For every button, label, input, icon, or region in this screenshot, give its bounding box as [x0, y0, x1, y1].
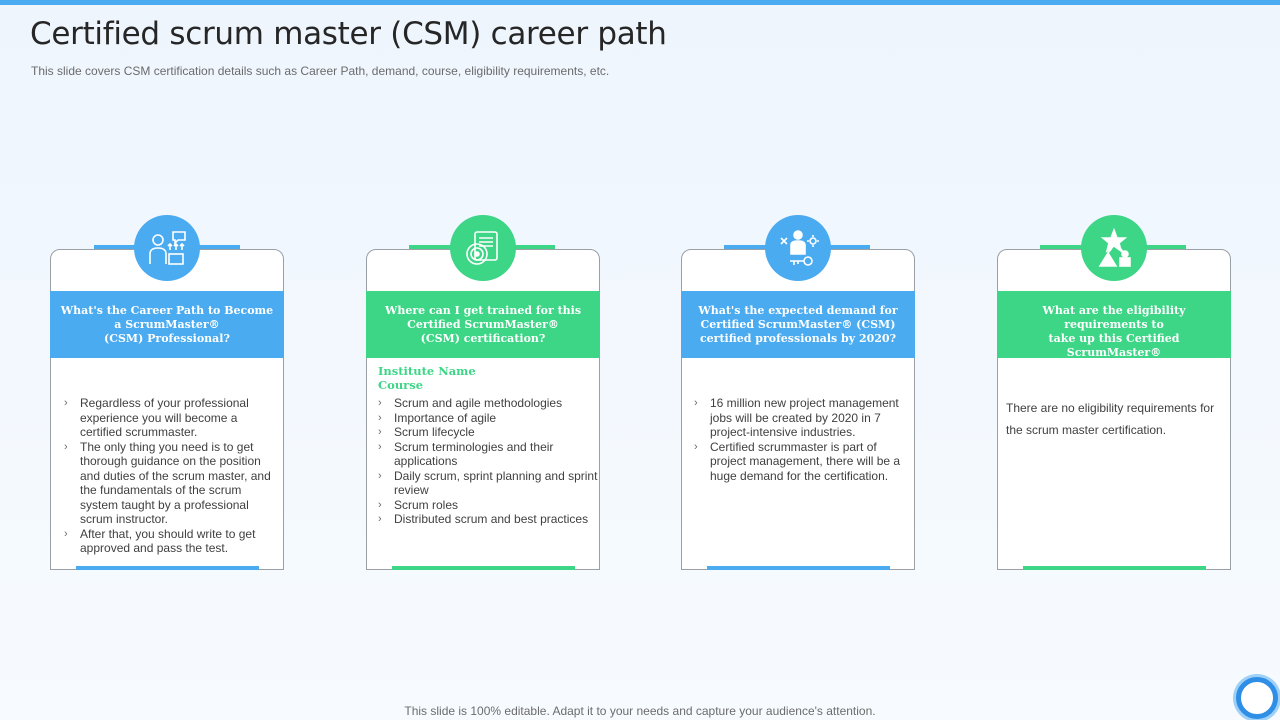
institute-name: Institute Name [378, 364, 476, 378]
card-3-header: What's the expected demand for Certified… [681, 291, 915, 358]
card-3-header-line: certified professionals by 2020? [699, 332, 897, 345]
card-1-header-line: (CSM) Professional? [104, 332, 230, 345]
card-1-header-line: a ScrumMaster® [114, 318, 220, 331]
card-career-path: What's the Career Path to Become a Scrum… [50, 249, 284, 570]
list-item: ›Regardless of your professional experie… [64, 396, 249, 439]
course-label: Course [378, 378, 424, 392]
card-demand: What's the expected demand for Certified… [681, 249, 915, 570]
card-training: Where can I get trained for this Certifi… [366, 249, 600, 570]
list-item: ›Scrum roles [378, 497, 459, 512]
footer-note: This slide is 100% editable. Adapt it to… [404, 704, 876, 718]
list-item: ›Scrum lifecycle [378, 425, 475, 439]
page-title: Certified scrum master (CSM) career path [30, 16, 667, 52]
gear-icon [1236, 677, 1278, 719]
card-4-header: What are the eligibility requirements to… [997, 291, 1231, 373]
list-item: ›Scrum terminologies and their applicati… [378, 439, 554, 469]
card-3-bullet-list: ›16 million new project management jobs … [692, 396, 907, 483]
card-3-bottom-line [707, 566, 890, 570]
list-item: ›Distributed scrum and best practices [378, 512, 589, 526]
training-target-icon [450, 215, 516, 281]
card-2-header: Where can I get trained for this Certifi… [366, 291, 600, 358]
card-1-header-line: What's the Career Path to Become [60, 304, 274, 317]
card-2-bullet-list: ›Scrum and agile methodologies ›Importan… [376, 396, 600, 527]
card-3-header-line: Certified ScrumMaster® (CSM) [700, 318, 896, 331]
card-1-header: What's the Career Path to Become a Scrum… [50, 291, 284, 358]
career-path-person-icon [134, 215, 200, 281]
list-item: ›Daily scrum, sprint planning and sprint… [378, 468, 598, 498]
card-2-header-line: Certified ScrumMaster® [407, 318, 559, 331]
list-item: ›Scrum and agile methodologies [378, 396, 563, 410]
card-2-bottom-line [392, 566, 575, 570]
card-2-header-line: Where can I get trained for this [384, 304, 582, 317]
institute-label: Institute Name Course [378, 364, 476, 392]
list-item: ›After that, you should write to get app… [64, 526, 256, 556]
page-subtitle: This slide covers CSM certification deta… [31, 64, 610, 78]
card-4-header-line: (CSM) certification? [1051, 360, 1177, 373]
card-2-header-line: (CSM) certification? [420, 332, 546, 345]
demand-key-icon [765, 215, 831, 281]
eligibility-text: There are no eligibility requirements fo… [1006, 401, 1215, 437]
card-1-bullet-list: ›Regardless of your professional experie… [62, 396, 277, 556]
card-4-header-line: take up this Certified ScrumMaster® [1048, 332, 1180, 359]
eligibility-star-icon [1081, 215, 1147, 281]
top-accent-bar [0, 0, 1280, 5]
list-item: ›16 million new project management jobs … [694, 396, 899, 439]
card-3-header-line: What's the expected demand for [698, 304, 898, 317]
list-item: ›Certified scrummaster is part of projec… [694, 439, 901, 483]
list-item: ›The only thing you need is to get thoro… [64, 439, 271, 527]
list-item: ›Importance of agile [378, 410, 497, 425]
card-4-header-line: What are the eligibility requirements to [1042, 304, 1186, 331]
card-1-bottom-line [76, 566, 259, 570]
card-eligibility: What are the eligibility requirements to… [997, 249, 1231, 570]
card-4-bottom-line [1023, 566, 1206, 570]
